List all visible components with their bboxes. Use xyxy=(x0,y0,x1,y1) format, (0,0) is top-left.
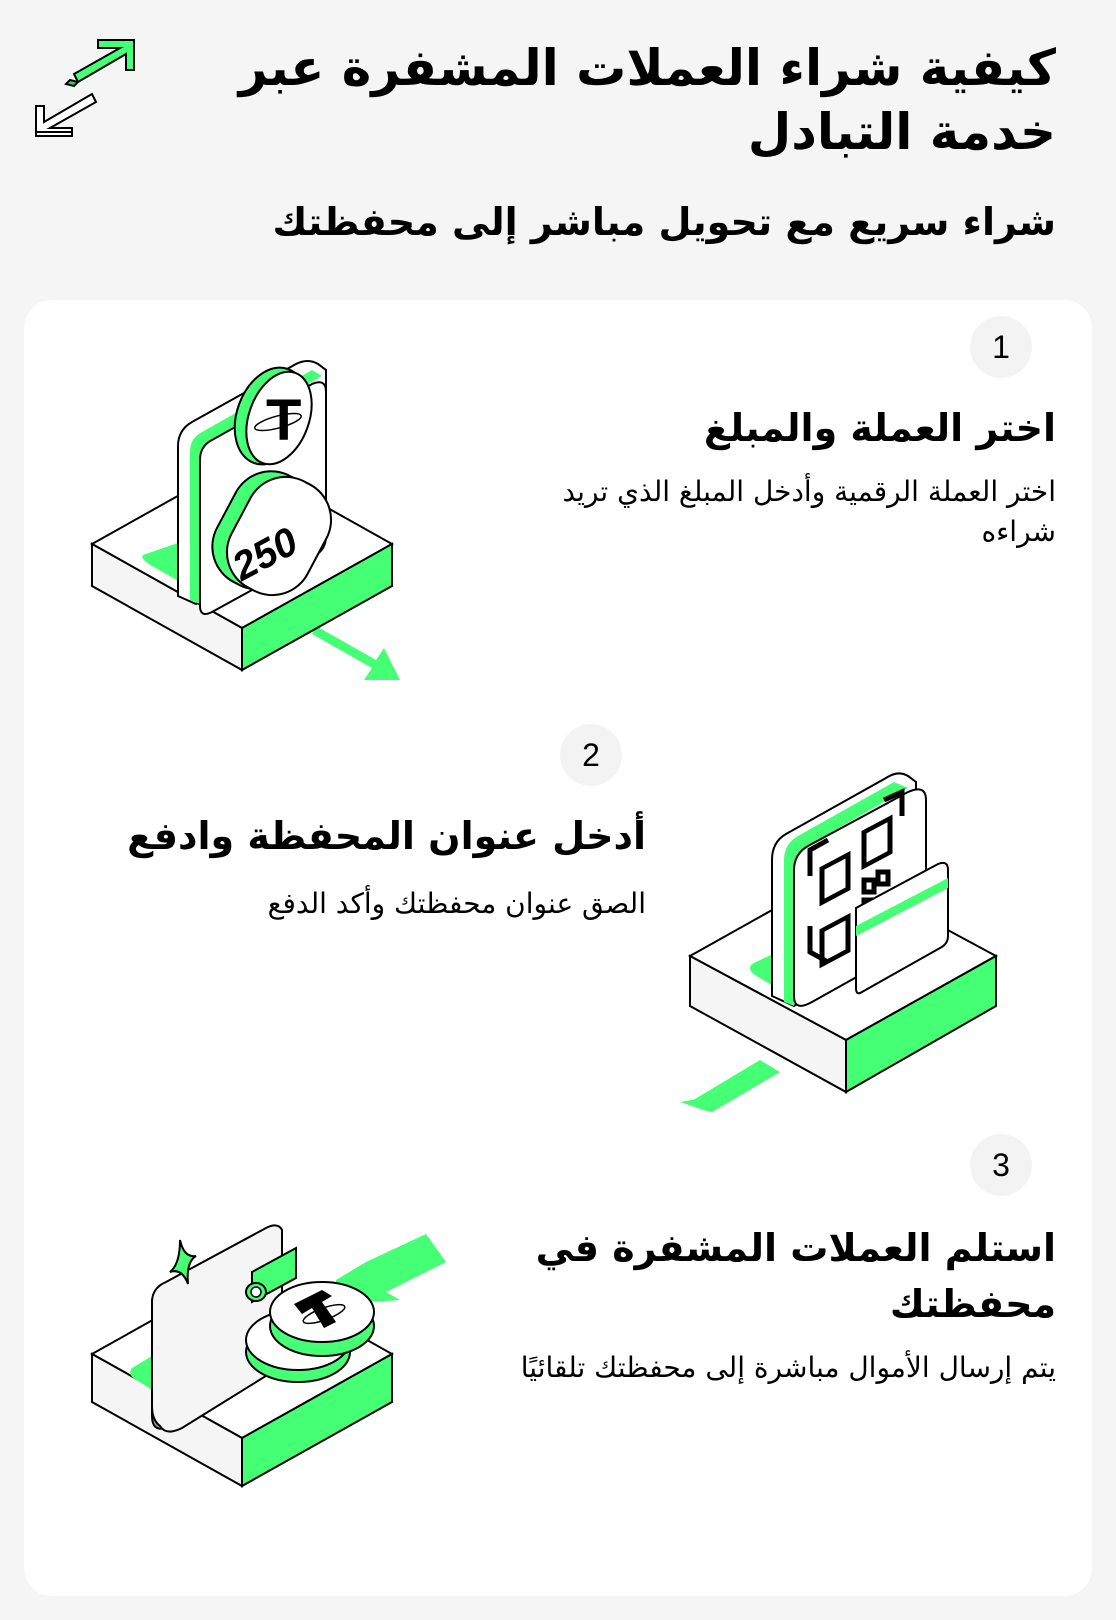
step-2-badge: 2 xyxy=(560,724,622,786)
svg-text:T: T xyxy=(266,388,301,453)
wallet-and-coins-illustration xyxy=(89,1224,446,1488)
coin-and-amount-illustration: T 250 xyxy=(89,360,400,680)
step-3-title: استلم العملات المشفرة في محفظتك xyxy=(535,1226,1056,1326)
steps-card: 1 اختر العملة والمبلغ اختر العملة الرقمي… xyxy=(24,300,1092,1596)
step-2-title: أدخل عنوان المحفظة وادفع xyxy=(127,814,646,858)
page-subtitle: شراء سريع مع تحويل مباشر إلى محفظتك xyxy=(272,200,1056,244)
step-3-badge: 3 xyxy=(970,1134,1032,1196)
step-2-description: الصق عنوان محفظتك وأكد الدفع xyxy=(267,887,646,920)
page-title: كيفية شراء العملات المشفرة عبر خدمة التب… xyxy=(238,39,1056,161)
step-1-badge: 1 xyxy=(970,316,1032,378)
step-1-description: اختر العملة الرقمية وأدخل المبلغ الذي تر… xyxy=(562,475,1056,548)
exchange-arrows-icon xyxy=(35,39,135,137)
step-3-description: يتم إرسال الأموال مباشرة إلى محفظتك تلقا… xyxy=(520,1351,1056,1384)
qr-code-and-card-illustration xyxy=(680,772,999,1112)
step-1-title: اختر العملة والمبلغ xyxy=(703,406,1056,450)
